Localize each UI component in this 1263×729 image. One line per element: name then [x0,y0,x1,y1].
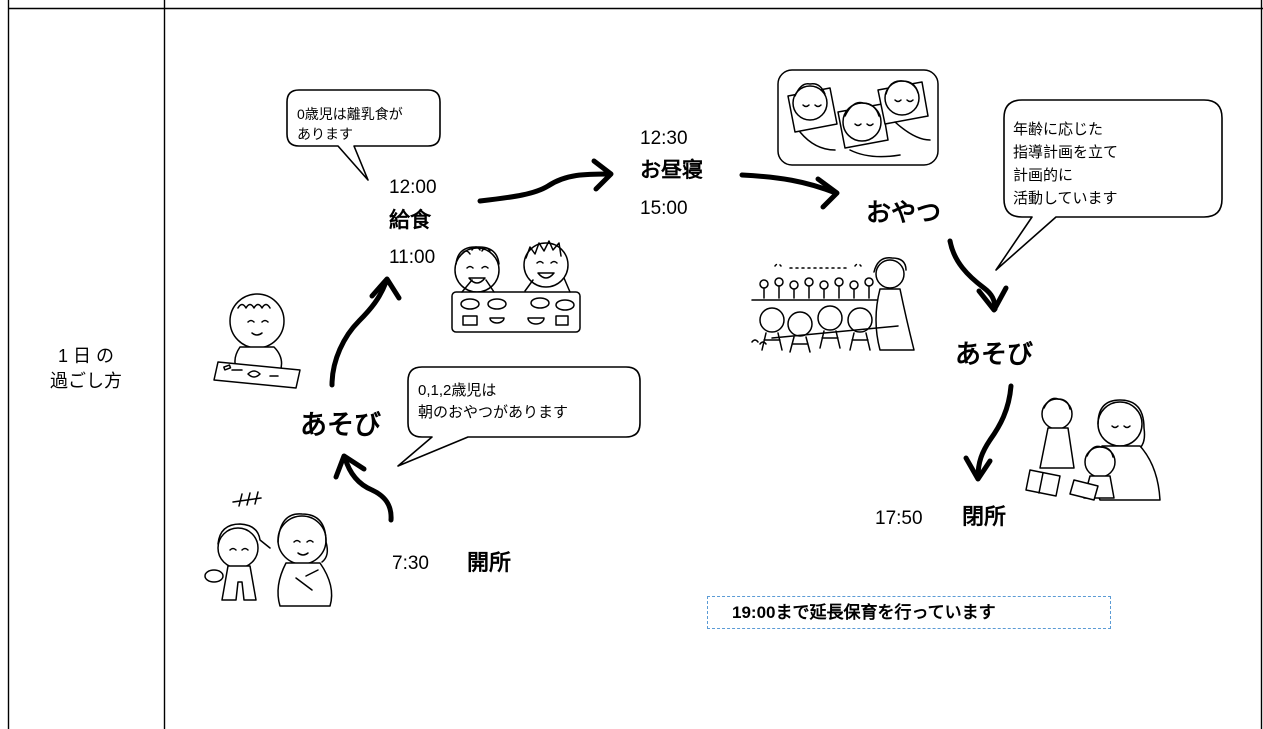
extended-care-notice: 19:00まで延長保育を行っています [707,596,1111,629]
row-label-line1: 1 日 の [57,346,114,366]
children-sleeping-illustration [777,69,939,166]
play-afternoon-label: あそび [955,339,1034,369]
closing-label: 閉所 [962,504,1007,529]
child-drawing-illustration [213,293,301,389]
plan-note-line: 指導計画を立て [1013,144,1119,161]
lunch-note-bubble [286,89,441,181]
snack-label: おやつ [866,199,942,227]
opening-time: 7:30 [392,553,429,574]
row-label: 1 日 の 過ごし方 [8,344,164,394]
lunch-time-bottom: 11:00 [389,247,436,268]
row-label-line2: 過ごし方 [50,371,122,391]
plan-note-bubble [995,99,1223,271]
children-walking-flowers-illustration [751,257,915,353]
arrow-nap-to-snack [739,172,840,210]
lunch-note-text: 0歳児は離乳食が あります [297,104,403,144]
plan-note-line: 年齢に応じた [1013,121,1104,138]
table-grid [7,0,1263,729]
morning-greeting-illustration [204,491,333,607]
nap-label: お昼寝 [640,159,703,182]
arrow-opening-to-play [333,453,394,523]
plan-note-line: 計画的に [1013,167,1074,184]
opening-label: 開所 [467,550,512,575]
plan-note-text: 年齢に応じた 指導計画を立て 計画的に 活動しています [1013,118,1118,210]
mother-children-reading-illustration [1025,397,1161,501]
plan-note-line: 活動しています [1013,190,1118,207]
arrow-lunch-to-nap [477,158,614,204]
morning-note-line: 朝のおやつがあります [418,404,569,421]
lunch-note-line: あります [297,126,353,142]
play-morning-label: あそび [300,410,381,440]
lunch-note-line: 0歳児は離乳食が [297,106,403,122]
arrow-snack-to-play [947,238,1009,313]
nap-time-top: 12:30 [640,128,688,149]
children-eating-illustration [451,240,581,333]
morning-note-bubble [397,366,641,467]
lunch-time-top: 12:00 [389,177,437,198]
lunch-label: 給食 [389,209,431,232]
arrow-play-to-closing [963,383,1014,482]
morning-note-line: 0,1,2歳児は [418,382,497,399]
arrow-play-to-lunch [329,276,402,388]
closing-time: 17:50 [875,508,923,529]
nap-time-bottom: 15:00 [640,198,688,219]
morning-note-text: 0,1,2歳児は 朝のおやつがあります [418,380,568,424]
